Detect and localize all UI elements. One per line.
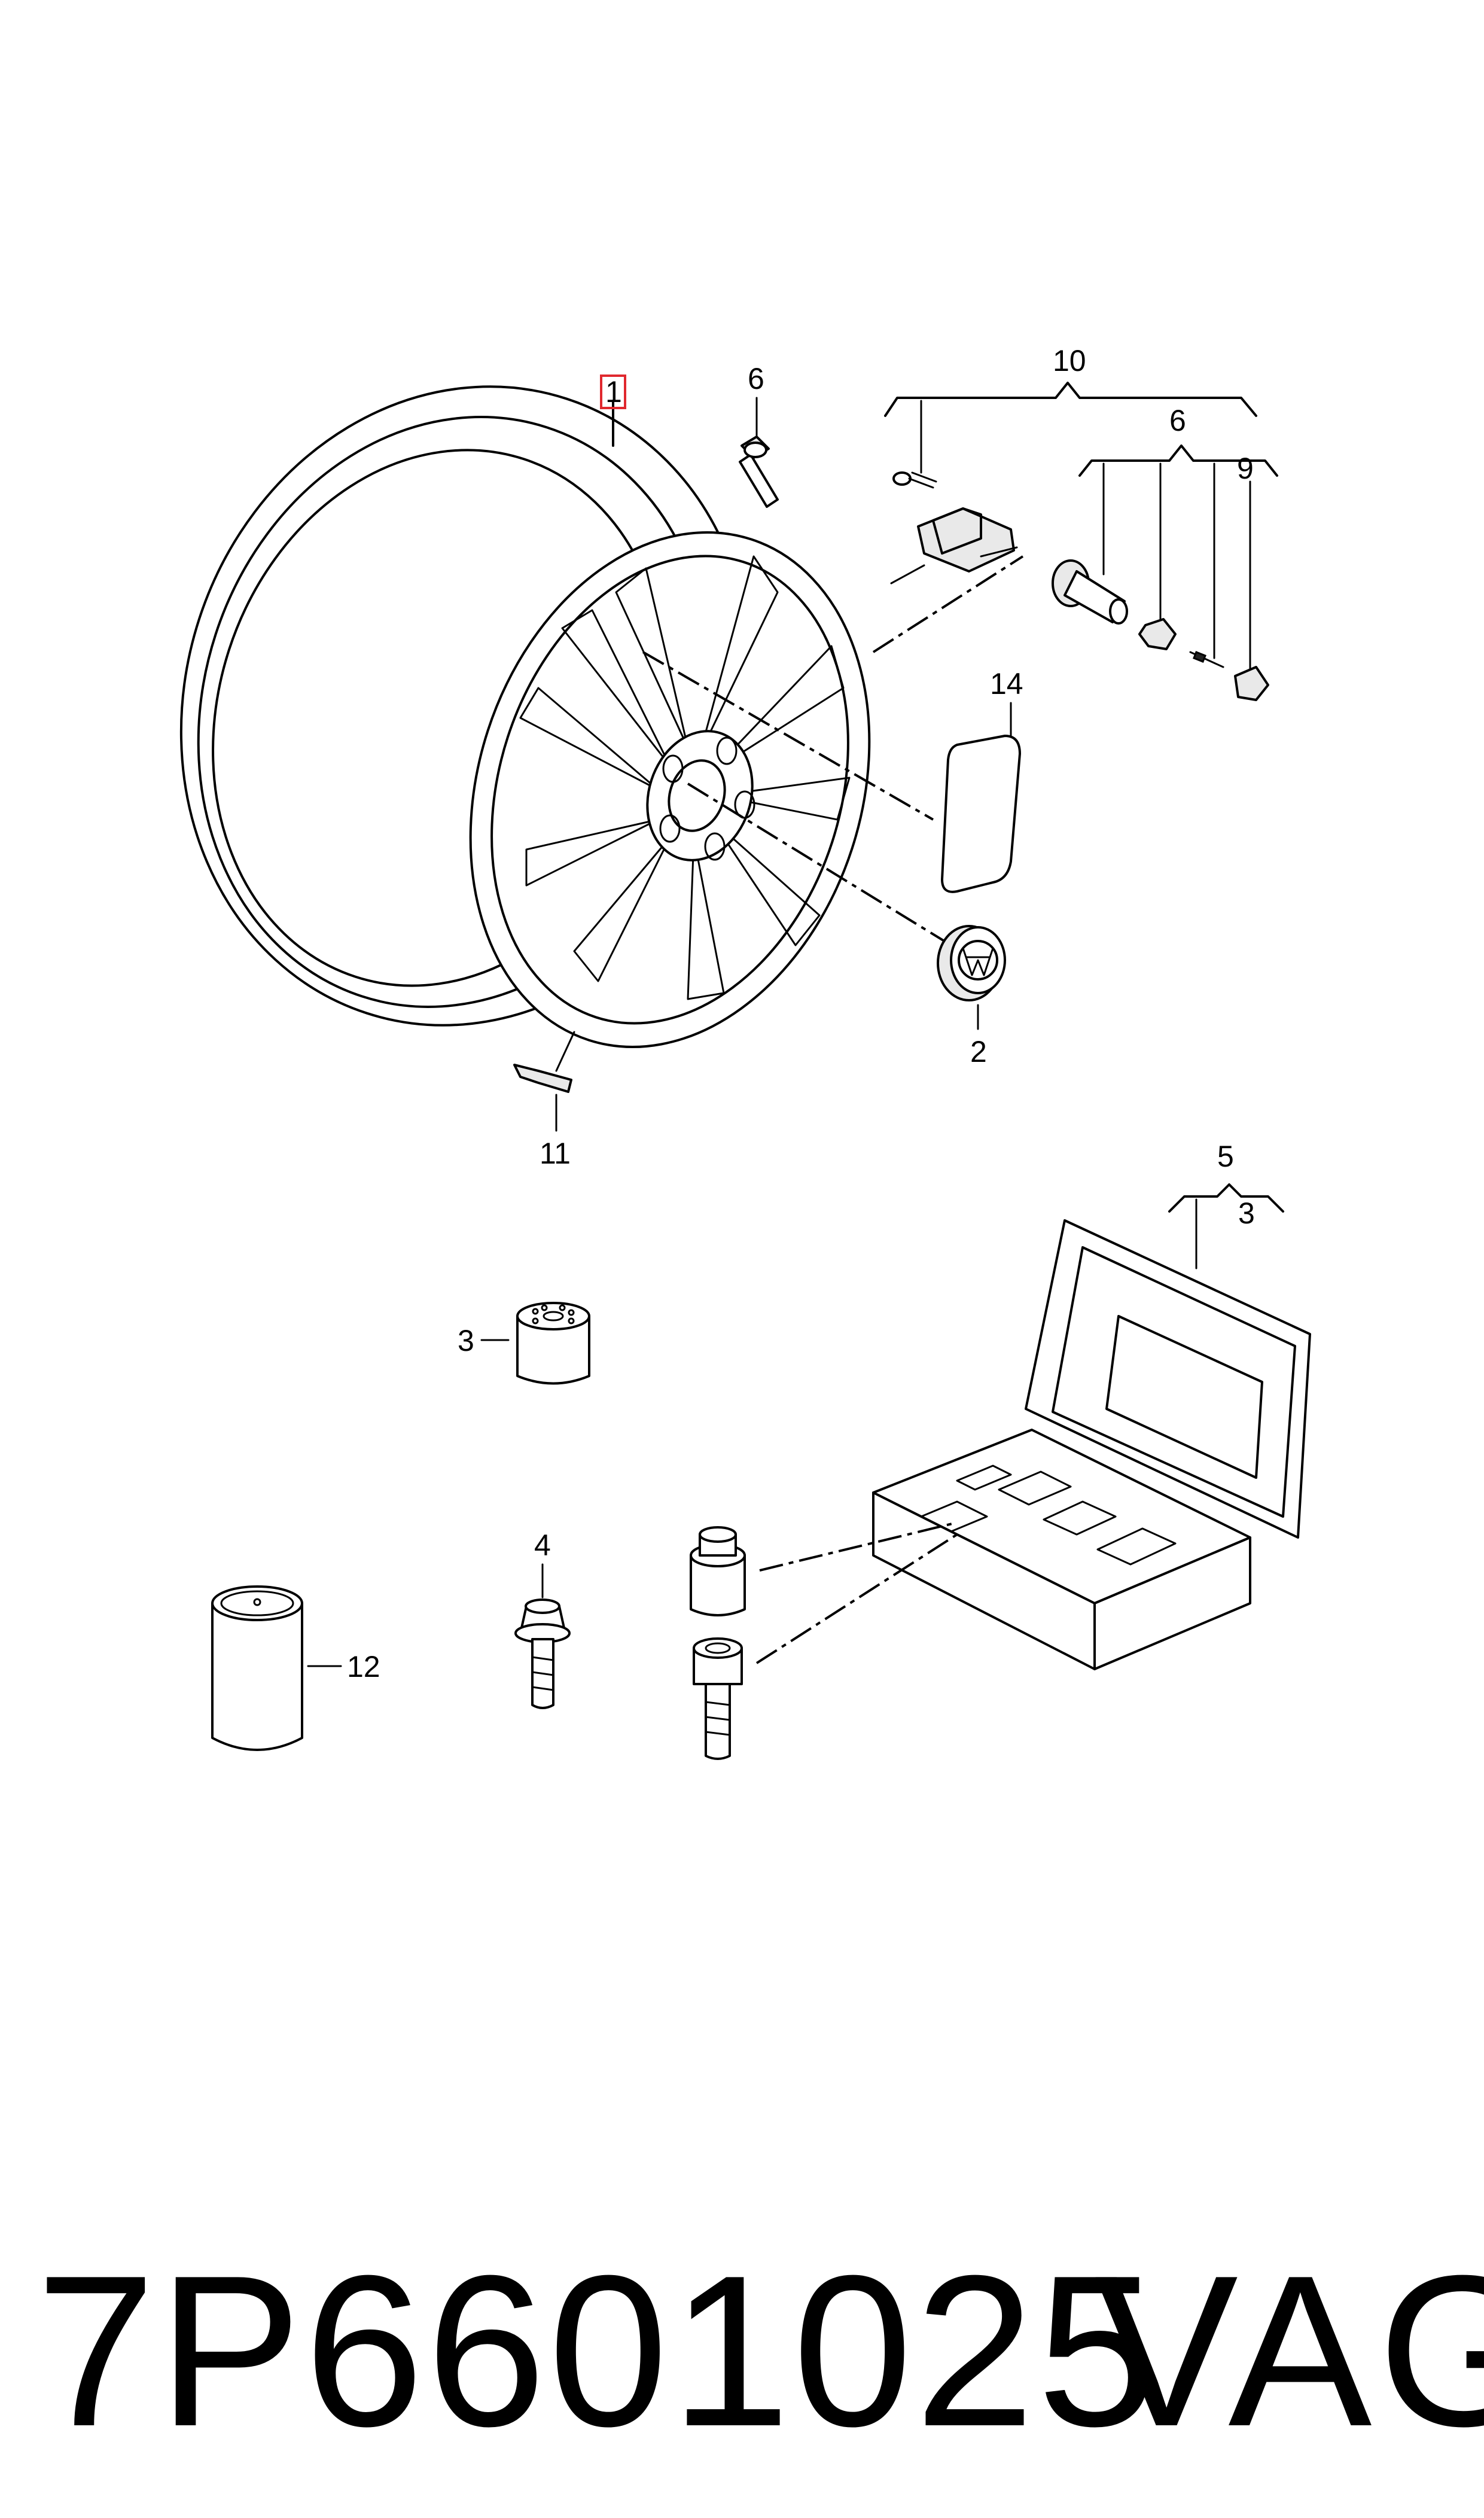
lock-bolt-set-bracket (1168, 1183, 1284, 1213)
callout-label-4[interactable]: 4 (534, 1529, 551, 1562)
callout-label-14[interactable]: 14 (990, 667, 1023, 701)
callout-label-11[interactable]: 11 (540, 1137, 571, 1170)
wheel-rim-drawing[interactable] (99, 312, 933, 1100)
lock-adapter-standalone-drawing[interactable] (516, 1302, 590, 1385)
footer: 7P6601025 VAG (0, 2213, 1484, 2489)
lock-adapter-drawing[interactable] (690, 1526, 746, 1616)
wheel-bolt-drawing[interactable] (514, 1599, 571, 1709)
valve-body-drawing[interactable] (1052, 559, 1128, 625)
callout-label-10[interactable]: 10 (1053, 344, 1086, 377)
lock-bolt-case-drawing[interactable] (872, 1219, 1311, 1670)
valve-cap-drawing[interactable] (1234, 666, 1269, 701)
callout-label-5[interactable]: 5 (1217, 1140, 1234, 1173)
callout-label-3b[interactable]: 3 (1238, 1196, 1255, 1230)
tpms-bracket-10 (884, 382, 1257, 417)
callout-label-6a[interactable]: 6 (748, 362, 764, 395)
bolt-cap-drawing[interactable] (941, 735, 1021, 893)
callout-label-9[interactable]: 9 (1237, 452, 1254, 485)
callout-label-6b[interactable]: 6 (1169, 404, 1186, 437)
brand-name: VAG (1095, 2231, 1484, 2471)
callout-label-2[interactable]: 2 (970, 1035, 987, 1068)
sealant-bottle-drawing[interactable] (211, 1585, 303, 1751)
callout-label-12[interactable]: 12 (347, 1650, 380, 1683)
callout-label-3a[interactable]: 3 (458, 1324, 474, 1357)
tpms-sensor-drawing[interactable] (890, 507, 1018, 584)
callout-1[interactable]: 1 (600, 374, 626, 409)
tpms-screw-drawing[interactable] (892, 471, 937, 489)
callout-label-1: 1 (605, 375, 622, 409)
valve-stem-drawing[interactable] (739, 436, 779, 508)
valve-core-drawing[interactable] (1189, 651, 1224, 668)
highlight-box (600, 374, 626, 409)
center-cap-drawing[interactable] (937, 925, 1006, 1001)
valve-kit-bracket-6 (1078, 444, 1278, 477)
part-number: 7P6601025 (36, 2231, 1159, 2471)
balance-weight-drawing[interactable] (513, 1064, 572, 1093)
valve-nut-drawing[interactable] (1138, 618, 1177, 650)
lock-bolt-drawing[interactable] (693, 1637, 743, 1760)
